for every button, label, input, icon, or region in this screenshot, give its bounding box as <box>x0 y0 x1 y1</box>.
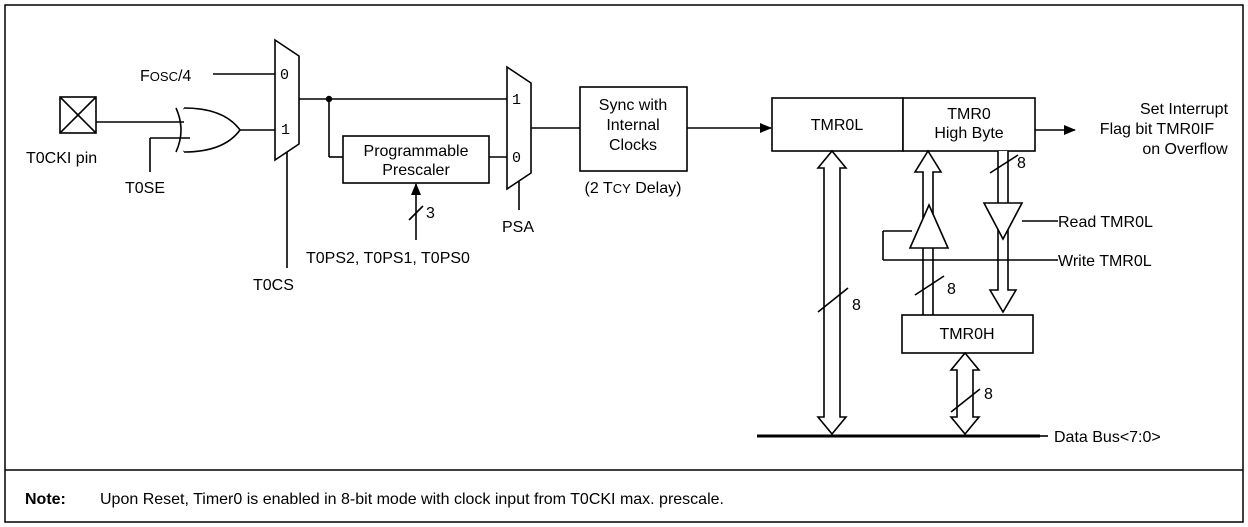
mux1 <box>274 38 300 162</box>
tmr0h-label: TMR0H <box>939 326 994 343</box>
xor-gate <box>175 107 241 153</box>
data-bus-label: Data Bus<7:0> <box>1054 429 1161 446</box>
mux2-input-1: 1 <box>512 92 521 109</box>
sync-line1: Sync with <box>599 97 667 114</box>
sync-line2: Internal <box>606 117 659 134</box>
note-label: Note: <box>25 491 66 508</box>
tmr0h-register <box>901 314 1034 354</box>
tops-width-slash <box>408 205 424 221</box>
fosc-label: FOSC/4 <box>140 68 191 85</box>
read-buffer <box>982 202 1024 241</box>
sync-box <box>579 86 688 172</box>
mux2-input-0: 0 <box>512 150 521 167</box>
tmr0l-bus-slash <box>817 287 849 313</box>
interrupt-line2: Flag bit TMR0IF <box>1100 121 1215 138</box>
note-text: Upon Reset, Timer0 is enabled in 8-bit m… <box>100 491 724 508</box>
sync-line3: Clocks <box>609 137 657 154</box>
mux2 <box>506 65 532 191</box>
prescaler-box <box>342 135 490 184</box>
tmr0h-in-slash <box>914 275 945 296</box>
tops-width-label: 3 <box>426 205 435 222</box>
interrupt-line3: on Overflow <box>1142 141 1228 158</box>
mux1-input-1: 1 <box>281 122 290 139</box>
tmr0l-bus-width: 8 <box>852 297 861 314</box>
tocs-label: T0CS <box>253 277 294 294</box>
interrupt-line1: Set Interrupt <box>1140 101 1229 118</box>
tmr0h-bus-arrow <box>949 351 981 436</box>
read-tmr0l-label: Read TMR0L <box>1058 214 1153 231</box>
tmr0l-label: TMR0L <box>811 117 864 134</box>
prescaler-line1: Programmable <box>364 143 469 160</box>
tmr0-high-line2: High Byte <box>934 125 1003 142</box>
tose-label: T0SE <box>125 180 165 197</box>
high-byte-out-width: 8 <box>1017 155 1026 172</box>
outer-frame <box>4 4 1244 523</box>
tmr0l-register <box>771 97 904 152</box>
tmr0-high-line1: TMR0 <box>947 106 991 123</box>
tmr0h-in-width: 8 <box>947 281 956 298</box>
high-byte-out-slash <box>989 154 1019 174</box>
sync-delay-label: (2 TCY Delay) <box>585 180 682 197</box>
tocki-pin-label: T0CKI pin <box>26 150 97 167</box>
tops-label: T0PS2, T0PS1, T0PS0 <box>306 250 470 267</box>
write-buffer <box>908 203 950 249</box>
tmr0h-bus-width: 8 <box>984 386 993 403</box>
tmr0-high-byte-register <box>902 97 1036 152</box>
write-tmr0l-label: Write TMR0L <box>1058 253 1152 270</box>
mux1-input-0: 0 <box>280 67 289 84</box>
tmr0l-bus-arrow <box>816 149 848 436</box>
tocki-pin-symbol <box>59 96 97 134</box>
prescaler-line2: Prescaler <box>382 162 450 179</box>
tmr0h-bus-slash <box>950 388 981 413</box>
psa-label: PSA <box>502 219 534 236</box>
